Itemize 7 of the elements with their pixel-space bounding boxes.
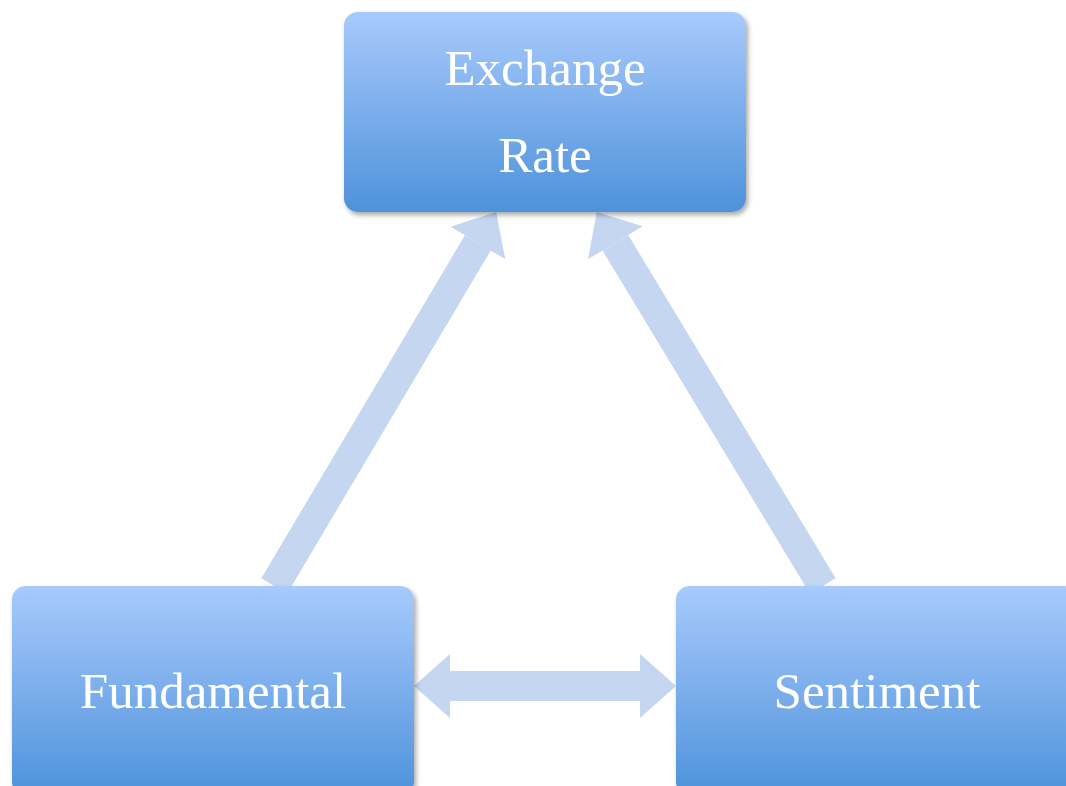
rounded-box (12, 586, 414, 786)
block-arrow (414, 654, 676, 718)
rounded-box (676, 586, 1066, 786)
box-label: Fundamental (79, 661, 347, 721)
box-label: Sentiment (773, 661, 981, 721)
box-label: Exchange Rate (443, 39, 647, 185)
rounded-box (344, 12, 746, 212)
